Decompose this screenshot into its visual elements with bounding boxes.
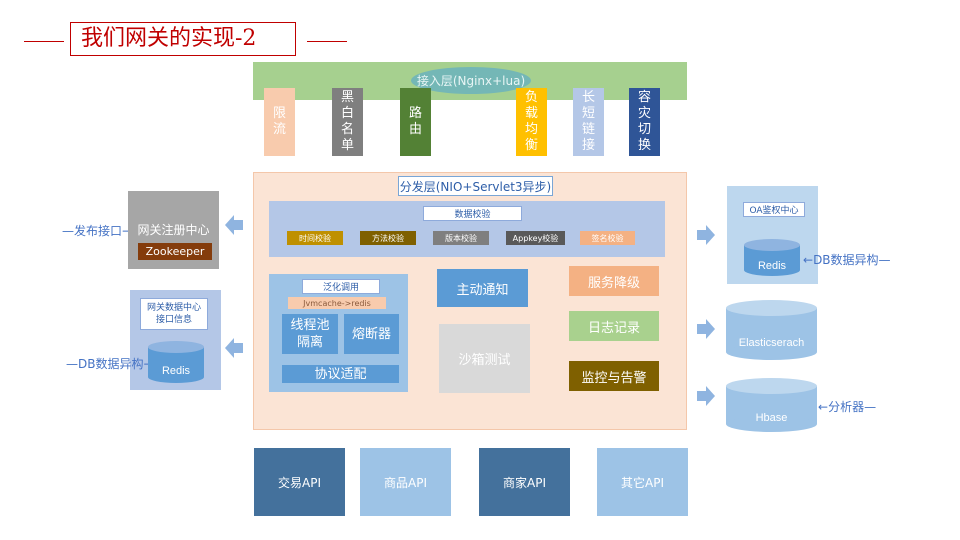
access-item-char: 均 bbox=[524, 122, 538, 137]
hbase-label: Hbase bbox=[756, 412, 788, 424]
access-item-label: 长短链接 bbox=[582, 90, 595, 154]
access-item-char: 灾 bbox=[637, 106, 651, 121]
access-item-char: 接 bbox=[581, 138, 595, 153]
left-db-async-text: DB数据异构 bbox=[78, 357, 144, 371]
protocol-adapter: 协议适配 bbox=[282, 365, 399, 383]
hbase-cylinder bbox=[726, 378, 817, 432]
elasticsearch-cylinder bbox=[726, 300, 817, 360]
analyzer-arrow: ← bbox=[818, 400, 829, 414]
data-center-title: 网关数据中心接口信息 bbox=[140, 298, 208, 330]
publish-interface-text: 发布接口 bbox=[74, 224, 123, 238]
access-item-5: 容灾切换 bbox=[629, 88, 660, 156]
access-item-char: 限 bbox=[272, 106, 286, 121]
right-db-arrow: ← bbox=[803, 253, 814, 267]
elasticsearch-label: Elasticserach bbox=[739, 337, 804, 349]
right-db-async-text: DB数据异构 bbox=[813, 253, 879, 267]
arrow-to-hbase bbox=[697, 386, 715, 406]
oa-auth-title: OA鉴权中心 bbox=[743, 202, 805, 217]
access-item-label: 负载均衡 bbox=[525, 90, 538, 154]
access-item-char: 单 bbox=[340, 138, 354, 153]
publish-arrow: → bbox=[122, 224, 132, 238]
access-item-1: 黑白名单 bbox=[332, 88, 363, 156]
jvm-cache-strip: Jvmcache->redis bbox=[288, 297, 386, 309]
api-box-0: 交易API bbox=[254, 448, 345, 516]
page-title: 我们网关的实现-2 bbox=[70, 22, 296, 56]
api-box-3: 其它API bbox=[597, 448, 688, 516]
access-item-char: 切 bbox=[637, 122, 651, 137]
access-item-char: 负 bbox=[524, 90, 538, 105]
right-db-dash: — bbox=[878, 253, 891, 267]
dispatch-layer-title: 分发层(NIO+Servlet3异步) bbox=[398, 176, 553, 196]
access-item-label: 限流 bbox=[273, 106, 286, 138]
access-item-3: 负载均衡 bbox=[516, 88, 547, 156]
access-item-label: 路由 bbox=[409, 106, 422, 138]
access-item-char: 载 bbox=[524, 106, 538, 121]
left-db-dash: — bbox=[66, 357, 78, 371]
check-chip-4: 签名校验 bbox=[580, 231, 635, 245]
access-item-char: 流 bbox=[272, 122, 286, 137]
data-center-title-text: 网关数据中心接口信息 bbox=[147, 303, 202, 325]
thread-pool-isolation: 线程池隔离 bbox=[282, 314, 338, 354]
service-degrade: 服务降级 bbox=[569, 266, 659, 296]
access-item-0: 限流 bbox=[264, 88, 295, 156]
publish-dash-left: — bbox=[62, 224, 74, 238]
data-check-title: 数据校验 bbox=[423, 206, 522, 221]
title-rule-right bbox=[307, 41, 347, 42]
circuit-breaker: 熔断器 bbox=[344, 314, 399, 354]
access-item-char: 路 bbox=[408, 106, 422, 121]
log-record: 日志记录 bbox=[569, 311, 659, 341]
right-redis-cylinder bbox=[744, 239, 800, 276]
analyzer-dash: — bbox=[864, 400, 877, 414]
left-redis-label: Redis bbox=[162, 365, 191, 377]
access-item-char: 白 bbox=[340, 106, 354, 121]
access-item-char: 短 bbox=[581, 106, 595, 121]
generic-call-title: 泛化调用 bbox=[302, 279, 380, 294]
active-notify: 主动通知 bbox=[437, 269, 528, 307]
monitor-alert: 监控与告警 bbox=[569, 361, 659, 391]
registry-center-title: 网关注册中心 bbox=[137, 222, 210, 237]
left-redis-cylinder bbox=[148, 341, 204, 383]
arrow-to-registry bbox=[225, 215, 243, 235]
access-item-char: 链 bbox=[581, 122, 595, 137]
access-item-4: 长短链接 bbox=[573, 88, 604, 156]
analyzer-text: 分析器 bbox=[828, 400, 865, 414]
access-item-char: 长 bbox=[581, 90, 595, 105]
access-item-label: 容灾切换 bbox=[638, 90, 651, 154]
title-rule-left bbox=[24, 41, 64, 42]
right-redis-label: Redis bbox=[758, 260, 787, 272]
access-item-char: 衡 bbox=[524, 138, 538, 153]
arrow-to-elasticsearch bbox=[697, 319, 715, 339]
access-item-label: 黑白名单 bbox=[341, 90, 354, 154]
access-item-char: 换 bbox=[637, 138, 651, 153]
api-box-2: 商家API bbox=[479, 448, 570, 516]
arrow-to-datacenter bbox=[225, 338, 243, 358]
check-chip-1: 方法校验 bbox=[360, 231, 416, 245]
right-db-async-label: ←DB数据异构— bbox=[803, 251, 891, 268]
access-item-char: 容 bbox=[637, 90, 651, 105]
publish-interface-label: —发布接口→ bbox=[62, 222, 132, 239]
access-item-char: 由 bbox=[408, 122, 422, 137]
arrow-to-oa bbox=[697, 225, 715, 245]
check-chip-0: 时间校验 bbox=[287, 231, 343, 245]
api-box-1: 商品API bbox=[360, 448, 451, 516]
sandbox-test: 沙箱测试 bbox=[439, 324, 530, 393]
access-layer-label: 接入层(Nginx+lua) bbox=[411, 67, 531, 94]
check-chip-3: Appkey校验 bbox=[506, 231, 565, 245]
access-item-char: 名 bbox=[340, 122, 354, 137]
check-chip-2: 版本校验 bbox=[433, 231, 489, 245]
analyzer-label: ←分析器— bbox=[818, 398, 876, 415]
access-item-2: 路由 bbox=[400, 88, 431, 156]
zookeeper-badge: Zookeeper bbox=[138, 243, 212, 260]
access-item-char: 黑 bbox=[340, 90, 354, 105]
thread-pool-isolation-label: 线程池隔离 bbox=[290, 318, 330, 350]
